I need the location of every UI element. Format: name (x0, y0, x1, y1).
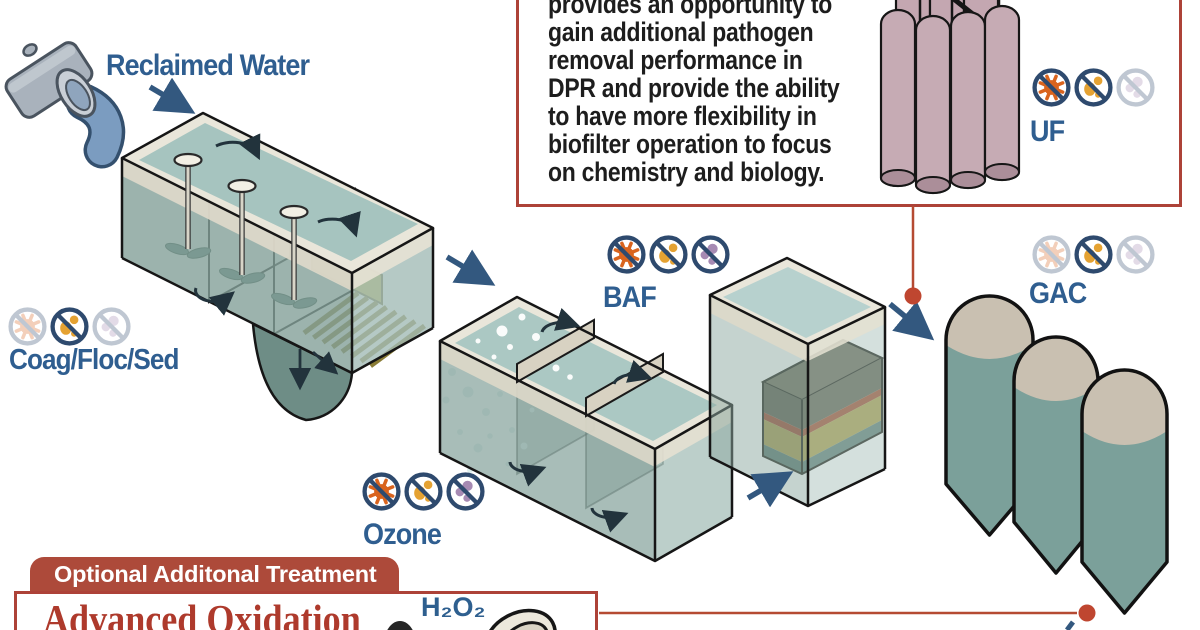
giardia-icon (649, 235, 688, 274)
gac-label: GAC (1029, 277, 1087, 310)
advanced-oxidation-heading: Advanced Oxidation (43, 596, 361, 630)
virus-icon (362, 472, 401, 511)
virus-icon (607, 235, 646, 274)
crypto-icon (92, 307, 131, 346)
coag-label: Coag/Floc/Sed (9, 344, 179, 376)
crypto-icon (1116, 235, 1155, 274)
info-box-connector (904, 206, 922, 305)
arrow-reclaimed-to-coag (148, 77, 196, 114)
gac-vessels (944, 294, 1169, 615)
crypto-icon (446, 472, 485, 511)
ozone-contactor-tank (438, 295, 734, 563)
optional-treatment-tab-label: Optional Additonal Treatment (54, 561, 377, 587)
giardia-icon (404, 472, 443, 511)
giardia-icon (50, 307, 89, 346)
virus-icon (1032, 235, 1071, 274)
optional-treatment-connector (599, 604, 1096, 630)
virus-icon (1032, 68, 1071, 107)
baf-label: BAF (603, 281, 657, 314)
virus-icon (8, 307, 47, 346)
optional-treatment-box: Advanced Oxidation (14, 591, 598, 630)
crypto-icon (691, 235, 730, 274)
baf-pathogen-icons (606, 234, 731, 275)
info-box: provides an opportunity to gain addition… (516, 0, 1182, 207)
h2o2-label: H₂O₂ (421, 592, 486, 622)
gac-pathogen-icons (1031, 234, 1156, 275)
uf-pathogen-icons (1031, 67, 1156, 108)
optional-treatment-tab: Optional Additonal Treatment (30, 557, 399, 591)
coag-pathogen-icons (7, 306, 132, 347)
reclaimed-water-label: Reclaimed Water (106, 49, 310, 82)
pipe-icon (4, 41, 126, 169)
arrow-ozone-to-baf (746, 471, 794, 508)
uf-label: UF (1030, 115, 1065, 148)
arrow-coag-to-ozone (445, 249, 496, 286)
giardia-icon (1074, 235, 1113, 274)
giardia-icon (1074, 68, 1113, 107)
ozone-pathogen-icons (361, 471, 486, 512)
arrow-baf-to-gac (888, 301, 935, 341)
info-box-text: provides an opportunity to gain addition… (548, 0, 840, 187)
ozone-label: Ozone (363, 518, 442, 551)
crypto-icon (1116, 68, 1155, 107)
baf-filter-tank (708, 256, 887, 508)
